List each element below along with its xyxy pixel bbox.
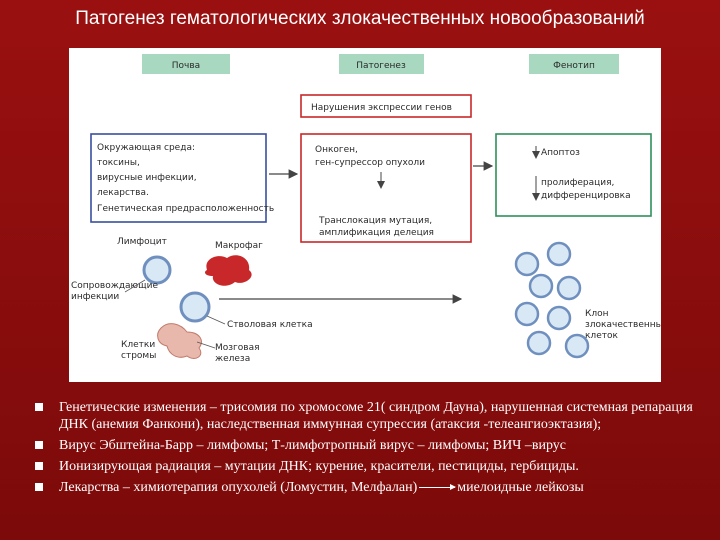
bullet-square-icon: [35, 462, 43, 470]
env-line: Генетическая предрасположенность: [97, 204, 274, 214]
stroma-label: стромы: [121, 351, 156, 361]
oncogene-box: [300, 133, 472, 243]
onco-line: ген-супрессор опухоли: [315, 158, 425, 168]
stroma-label: Клетки: [121, 340, 155, 350]
header-pathogenesis: [339, 54, 424, 74]
tumor-label: злокачественных: [585, 320, 661, 330]
bullet-list: Генетические изменения – трисомия по хро…: [35, 399, 705, 500]
bullet-square-icon: [35, 403, 43, 411]
environment-box: [90, 133, 267, 223]
bullet-text: Лекарства – химиотерапия опухолей (Ломус…: [59, 480, 418, 495]
lymphocyte-label: Лимфоцит: [117, 237, 167, 247]
bullet-square-icon: [35, 441, 43, 449]
stem-cell-label: Стволовая клетка: [227, 320, 313, 330]
bullet-text: Вирус Эбштейна-Барр – лимфомы; Т-лимфотр…: [59, 438, 566, 453]
bullet-item: Лекарства – химиотерапия опухолей (Ломус…: [35, 479, 705, 496]
bullet-text: Генетические изменения – трисомия по хро…: [59, 400, 693, 432]
lymphocyte-cell: [142, 255, 172, 285]
stroma-cell: [157, 323, 202, 359]
bullet-item: Ионизирующая радиация – мутации ДНК; кур…: [35, 458, 705, 475]
bullet-item: Вирус Эбштейна-Барр – лимфомы; Т-лимфотр…: [35, 437, 705, 454]
header-pathogenesis-label: Патогенез: [356, 61, 406, 71]
header-phenotype: [529, 54, 619, 74]
env-line: вирусные инфекции,: [97, 173, 197, 183]
infection-label: инфекции: [71, 292, 119, 302]
pheno-line: дифференцировка: [541, 191, 631, 201]
macrophage-label: Макрофаг: [215, 241, 263, 251]
onco-line: амплификация делеция: [319, 228, 434, 238]
bullet-square-icon: [35, 483, 43, 491]
macrophage-cell: [205, 255, 252, 286]
stem-cell: [179, 291, 211, 323]
env-line: Окружающая среда:: [97, 143, 195, 153]
tumor-label: Клон: [585, 309, 609, 319]
header-soil-label: Почва: [172, 61, 200, 71]
bullet-item: Генетические изменения – трисомия по хро…: [35, 399, 705, 433]
malignant-clone: [514, 241, 590, 359]
expression-label: Нарушения экспрессии генов: [311, 103, 452, 113]
env-line: лекарства.: [97, 188, 149, 198]
gland-label: железа: [215, 354, 250, 364]
infection-label: Сопровождающие: [71, 281, 158, 291]
pathogenesis-diagram: Почва Патогенез Фенотип Нарушения экспре…: [71, 54, 661, 364]
phenotype-box: [495, 133, 652, 217]
arrow-right-icon: [419, 484, 457, 491]
slide-title: Патогенез гематологических злокачественн…: [75, 8, 645, 29]
header-phenotype-label: Фенотип: [553, 61, 595, 71]
header-soil: [142, 54, 230, 74]
env-line: токсины,: [97, 158, 140, 168]
gland-label: Мозговая: [215, 343, 260, 353]
onco-line: Транслокация мутация,: [318, 216, 432, 226]
onco-line: Онкоген,: [315, 145, 358, 155]
tumor-label: клеток: [585, 331, 618, 341]
pheno-line: Апоптоз: [541, 148, 580, 158]
diagram-panel: Почва Патогенез Фенотип Нарушения экспре…: [69, 48, 661, 382]
bullet-text: Ионизирующая радиация – мутации ДНК; кур…: [59, 459, 579, 474]
expression-box: [300, 94, 472, 118]
pheno-line: пролиферация,: [541, 178, 614, 188]
bullet-text: миелоидные лейкозы: [457, 480, 584, 495]
